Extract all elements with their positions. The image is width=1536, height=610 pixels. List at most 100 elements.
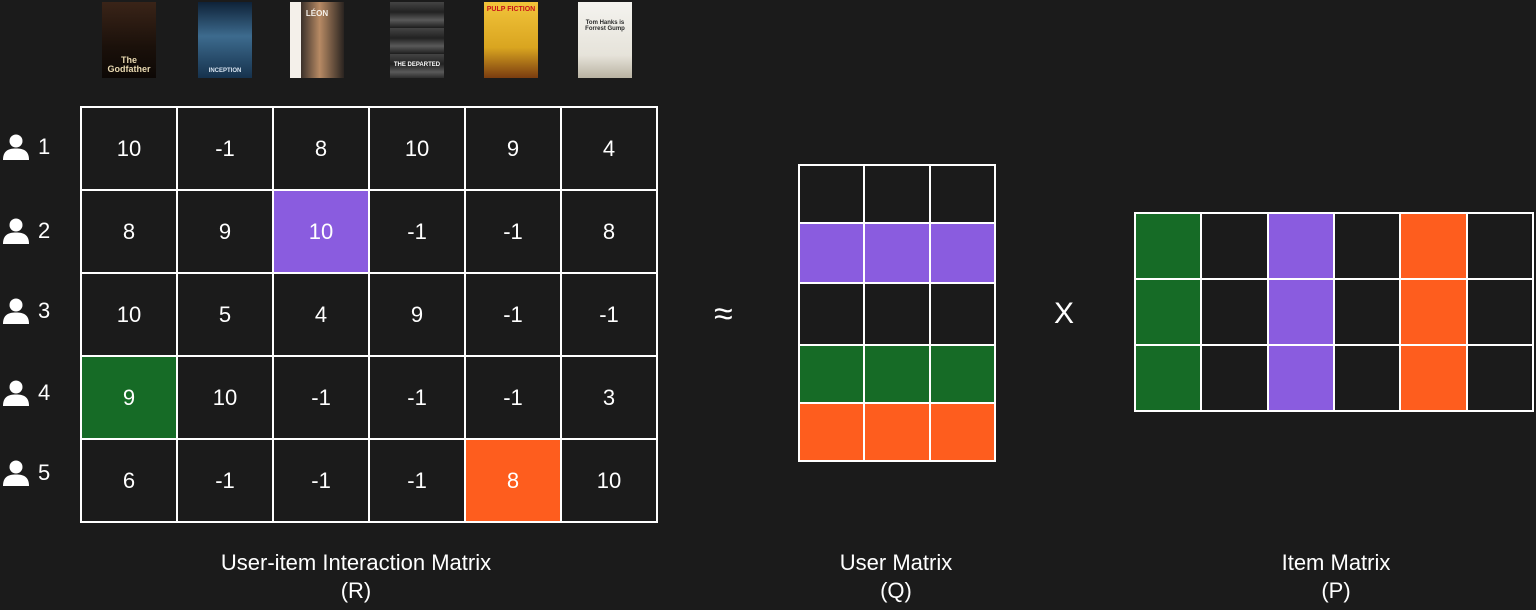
rating-cell: -1 (464, 189, 562, 274)
caption-q: User Matrix (Q) (796, 549, 996, 605)
rating-cell: -1 (368, 189, 467, 274)
caption-r-symbol: (R) (340, 578, 372, 603)
user-factor-cell (797, 222, 866, 284)
rating-cell: -1 (559, 272, 659, 357)
multiply-operator: X (1054, 297, 1075, 330)
rating-cell: 3 (559, 355, 659, 440)
rating-cell: 8 (559, 189, 659, 274)
rating-cell: 10 (559, 438, 659, 523)
caption-q-title: User Matrix (839, 550, 953, 575)
rating-cell: -1 (272, 438, 371, 523)
user-factor-cell (863, 282, 931, 346)
user-number: 5 (38, 460, 51, 485)
item-factor-cell (1266, 212, 1335, 280)
user-matrix-row (797, 222, 997, 284)
item-factor-cell (1133, 278, 1203, 346)
user-label-5: 5 (0, 458, 70, 488)
user-icon (3, 460, 29, 486)
item-factor-cell (1133, 344, 1203, 412)
item-factor-cell (1399, 278, 1468, 346)
rating-cell: 8 (272, 106, 371, 191)
item-factor-cell (1200, 278, 1269, 346)
user-factor-cell (863, 402, 931, 462)
user-factor-cell (928, 222, 997, 284)
approx-operator: ≈ (714, 295, 733, 333)
poster-godfather: The Godfather (102, 2, 156, 78)
user-matrix-row (797, 164, 997, 224)
item-factor-cell (1399, 212, 1468, 280)
poster-title: PULP FICTION (486, 6, 536, 13)
item-factor-cell (1332, 212, 1402, 280)
item-matrix (1133, 212, 1535, 412)
rating-cell: 9 (464, 106, 562, 191)
user-factor-cell (797, 164, 866, 224)
poster-title: LÉON (305, 9, 329, 18)
caption-r: User-item Interaction Matrix (R) (156, 549, 556, 605)
rating-cell: 9 (368, 272, 467, 357)
item-matrix-row (1133, 278, 1535, 346)
item-factor-cell (1332, 344, 1402, 412)
item-factor-cell (1332, 278, 1402, 346)
user-number: 4 (38, 380, 51, 405)
user-icon (3, 134, 29, 160)
user-label-1: 1 (0, 132, 70, 162)
user-label-3: 3 (0, 296, 70, 326)
user-icon (3, 380, 29, 406)
user-number: 2 (38, 218, 51, 243)
user-factor-cell (928, 164, 997, 224)
user-factor-cell (797, 402, 866, 462)
user-factor-cell (928, 282, 997, 346)
poster-pulp-fiction: PULP FICTION (484, 2, 538, 78)
rating-cell: 10 (79, 272, 179, 357)
user-factor-cell (928, 402, 997, 462)
caption-p: Item Matrix (P) (1236, 549, 1436, 605)
rating-cell: -1 (176, 106, 275, 191)
user-factor-cell (928, 344, 997, 404)
user-factor-cell (797, 282, 866, 346)
rating-cell: 6 (79, 438, 179, 523)
caption-q-symbol: (Q) (880, 578, 912, 603)
item-factor-cell (1465, 344, 1535, 412)
rating-cell: 10 (368, 106, 467, 191)
user-label-4: 4 (0, 378, 70, 408)
user-matrix-row (797, 344, 997, 404)
item-factor-cell (1200, 212, 1269, 280)
rating-cell: -1 (176, 438, 275, 523)
user-factor-cell (863, 344, 931, 404)
rating-cell: -1 (368, 355, 467, 440)
user-label-2: 2 (0, 216, 70, 246)
rating-cell: 10 (79, 106, 179, 191)
user-number: 3 (38, 298, 51, 323)
item-factor-cell (1133, 212, 1203, 280)
item-factor-cell (1465, 278, 1535, 346)
item-matrix-row (1133, 344, 1535, 412)
rating-cell: -1 (464, 355, 562, 440)
user-number: 1 (38, 134, 51, 159)
rating-cell: 4 (272, 272, 371, 357)
item-factor-cell (1465, 212, 1535, 280)
rating-cell: 10 (272, 189, 371, 274)
poster-title: THE DEPARTED (393, 62, 441, 68)
item-matrix-row (1133, 212, 1535, 280)
caption-r-title: User-item Interaction Matrix (220, 550, 492, 575)
poster-departed: THE DEPARTED (390, 2, 444, 78)
item-factor-cell (1399, 344, 1468, 412)
rating-cell: 5 (176, 272, 275, 357)
item-factor-cell (1266, 278, 1335, 346)
rating-cell: -1 (368, 438, 467, 523)
rating-cell: 8 (79, 189, 179, 274)
rating-cell: -1 (272, 355, 371, 440)
user-icon (3, 298, 29, 324)
rating-cell: -1 (464, 272, 562, 357)
rating-cell: 8 (464, 438, 562, 523)
rating-cell: 4 (559, 106, 659, 191)
poster-title: Tom Hanks is Forrest Gump (585, 20, 625, 32)
poster-forrest-gump: Tom Hanks is Forrest Gump (578, 2, 632, 78)
rating-cell: 10 (176, 355, 275, 440)
poster-title: The Godfather (107, 55, 151, 74)
